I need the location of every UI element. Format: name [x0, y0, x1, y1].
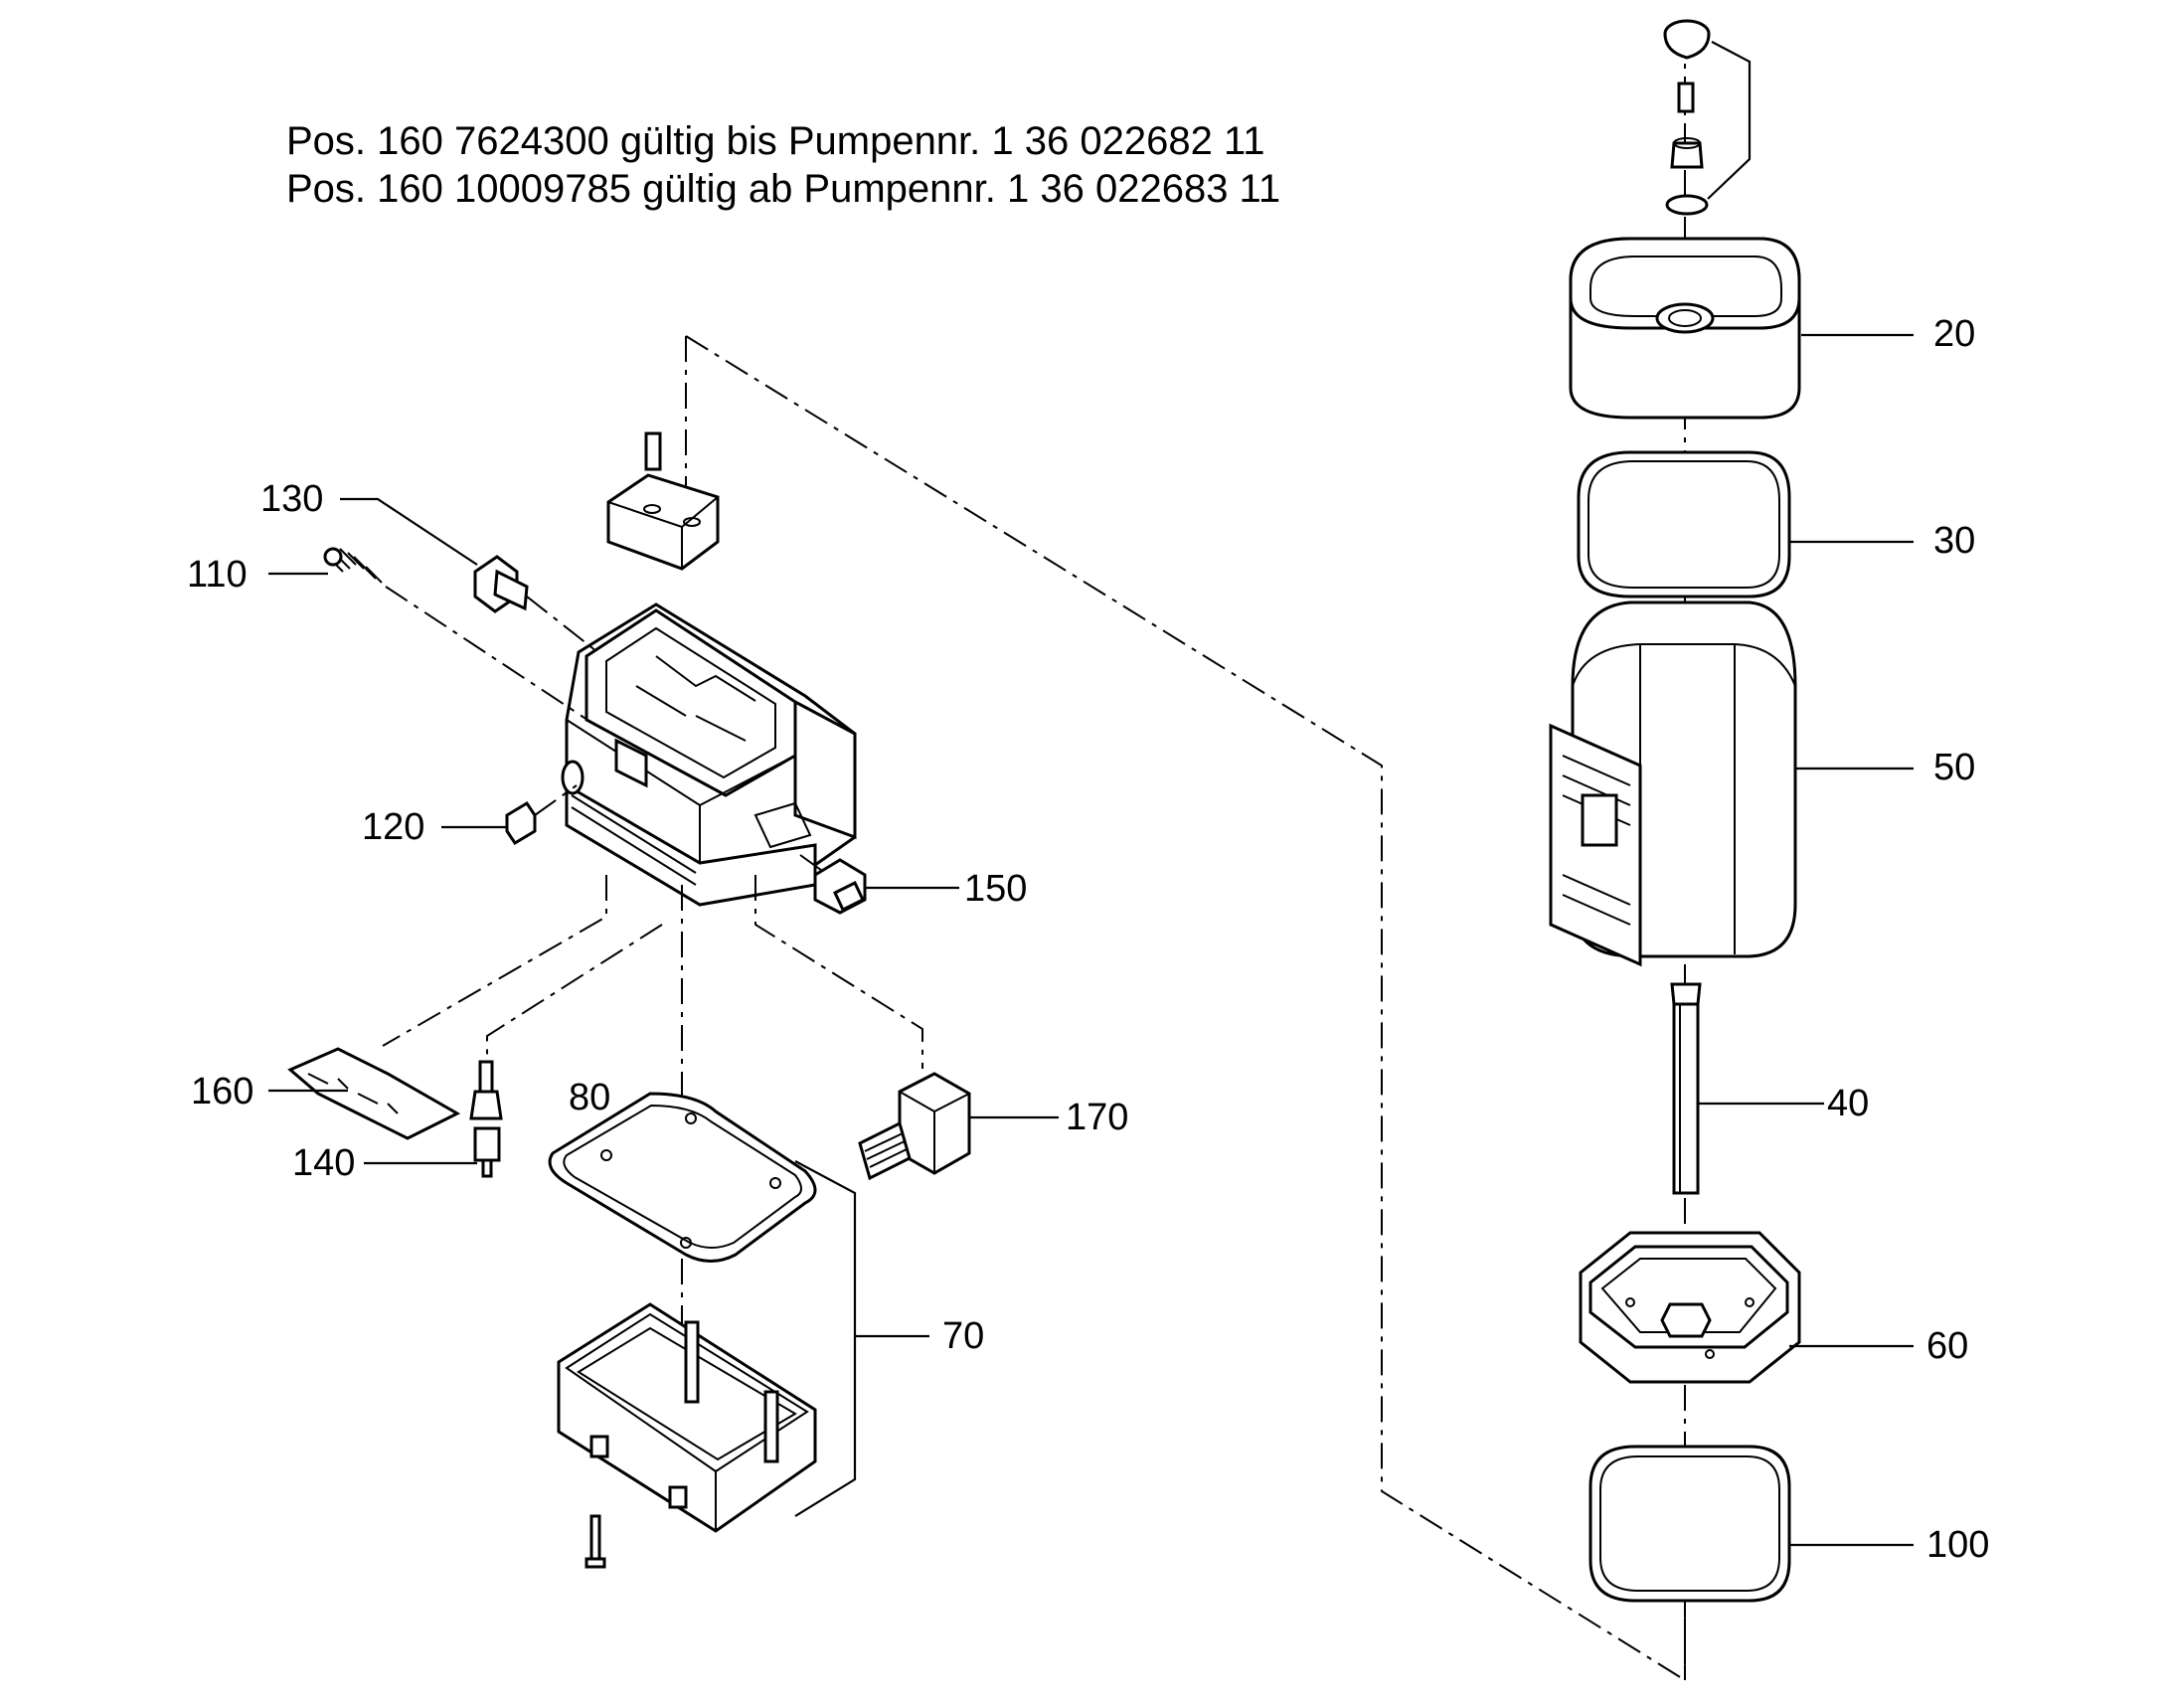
- part-110-spring: [323, 547, 383, 584]
- label-110: 110: [187, 554, 248, 596]
- label-30: 30: [1933, 520, 1975, 562]
- top-bracket: [606, 431, 720, 571]
- path-120: [534, 784, 578, 816]
- part-40-rod: [1670, 982, 1702, 1195]
- label-140: 140: [292, 1142, 355, 1184]
- validity-note-2: Pos. 160 10009785 gültig ab Pumpennr. 1 …: [286, 167, 1281, 211]
- part-20-lid: [1569, 237, 1801, 420]
- label-150: 150: [964, 868, 1027, 910]
- part-160-plate: [287, 1047, 461, 1140]
- part-100-seal: [1588, 1445, 1791, 1603]
- path-160: [382, 875, 607, 1047]
- bracket-70: [794, 1160, 929, 1517]
- label-130: 130: [260, 478, 323, 520]
- housing-body: [561, 602, 857, 907]
- path-150: [799, 854, 826, 874]
- label-160: 160: [191, 1071, 253, 1112]
- part-30-seal: [1577, 450, 1791, 598]
- label-100: 100: [1926, 1524, 1989, 1566]
- part-80-gasket: [548, 1092, 817, 1263]
- part-50-tank: [1549, 600, 1797, 967]
- part-140-sensor: [469, 1060, 503, 1178]
- assembly-path-main: [685, 335, 1686, 1682]
- part-130-fitting: [473, 555, 529, 613]
- label-60: 60: [1926, 1325, 1968, 1367]
- part-150-fitting: [813, 858, 867, 915]
- part-70-lower-box: [557, 1302, 817, 1533]
- part-170-solenoid: [858, 1072, 971, 1181]
- label-120: 120: [362, 806, 424, 848]
- label-170: 170: [1066, 1097, 1128, 1138]
- label-40: 40: [1827, 1083, 1869, 1124]
- path-130: [526, 596, 597, 652]
- label-50: 50: [1933, 747, 1975, 788]
- path-110: [385, 586, 597, 727]
- part-60-base: [1579, 1231, 1801, 1384]
- label-20: 20: [1933, 313, 1975, 355]
- leader-130: [340, 497, 478, 566]
- path-140: [486, 924, 663, 1064]
- validity-note-1: Pos. 160 7624300 gültig bis Pumpennr. 1 …: [286, 119, 1265, 163]
- part-120-plug: [505, 800, 537, 846]
- label-70: 70: [942, 1315, 984, 1357]
- label-80: 80: [569, 1077, 610, 1118]
- path-170: [754, 875, 923, 1069]
- bottom-screw: [585, 1514, 606, 1569]
- cap-assembly: [1663, 19, 1752, 216]
